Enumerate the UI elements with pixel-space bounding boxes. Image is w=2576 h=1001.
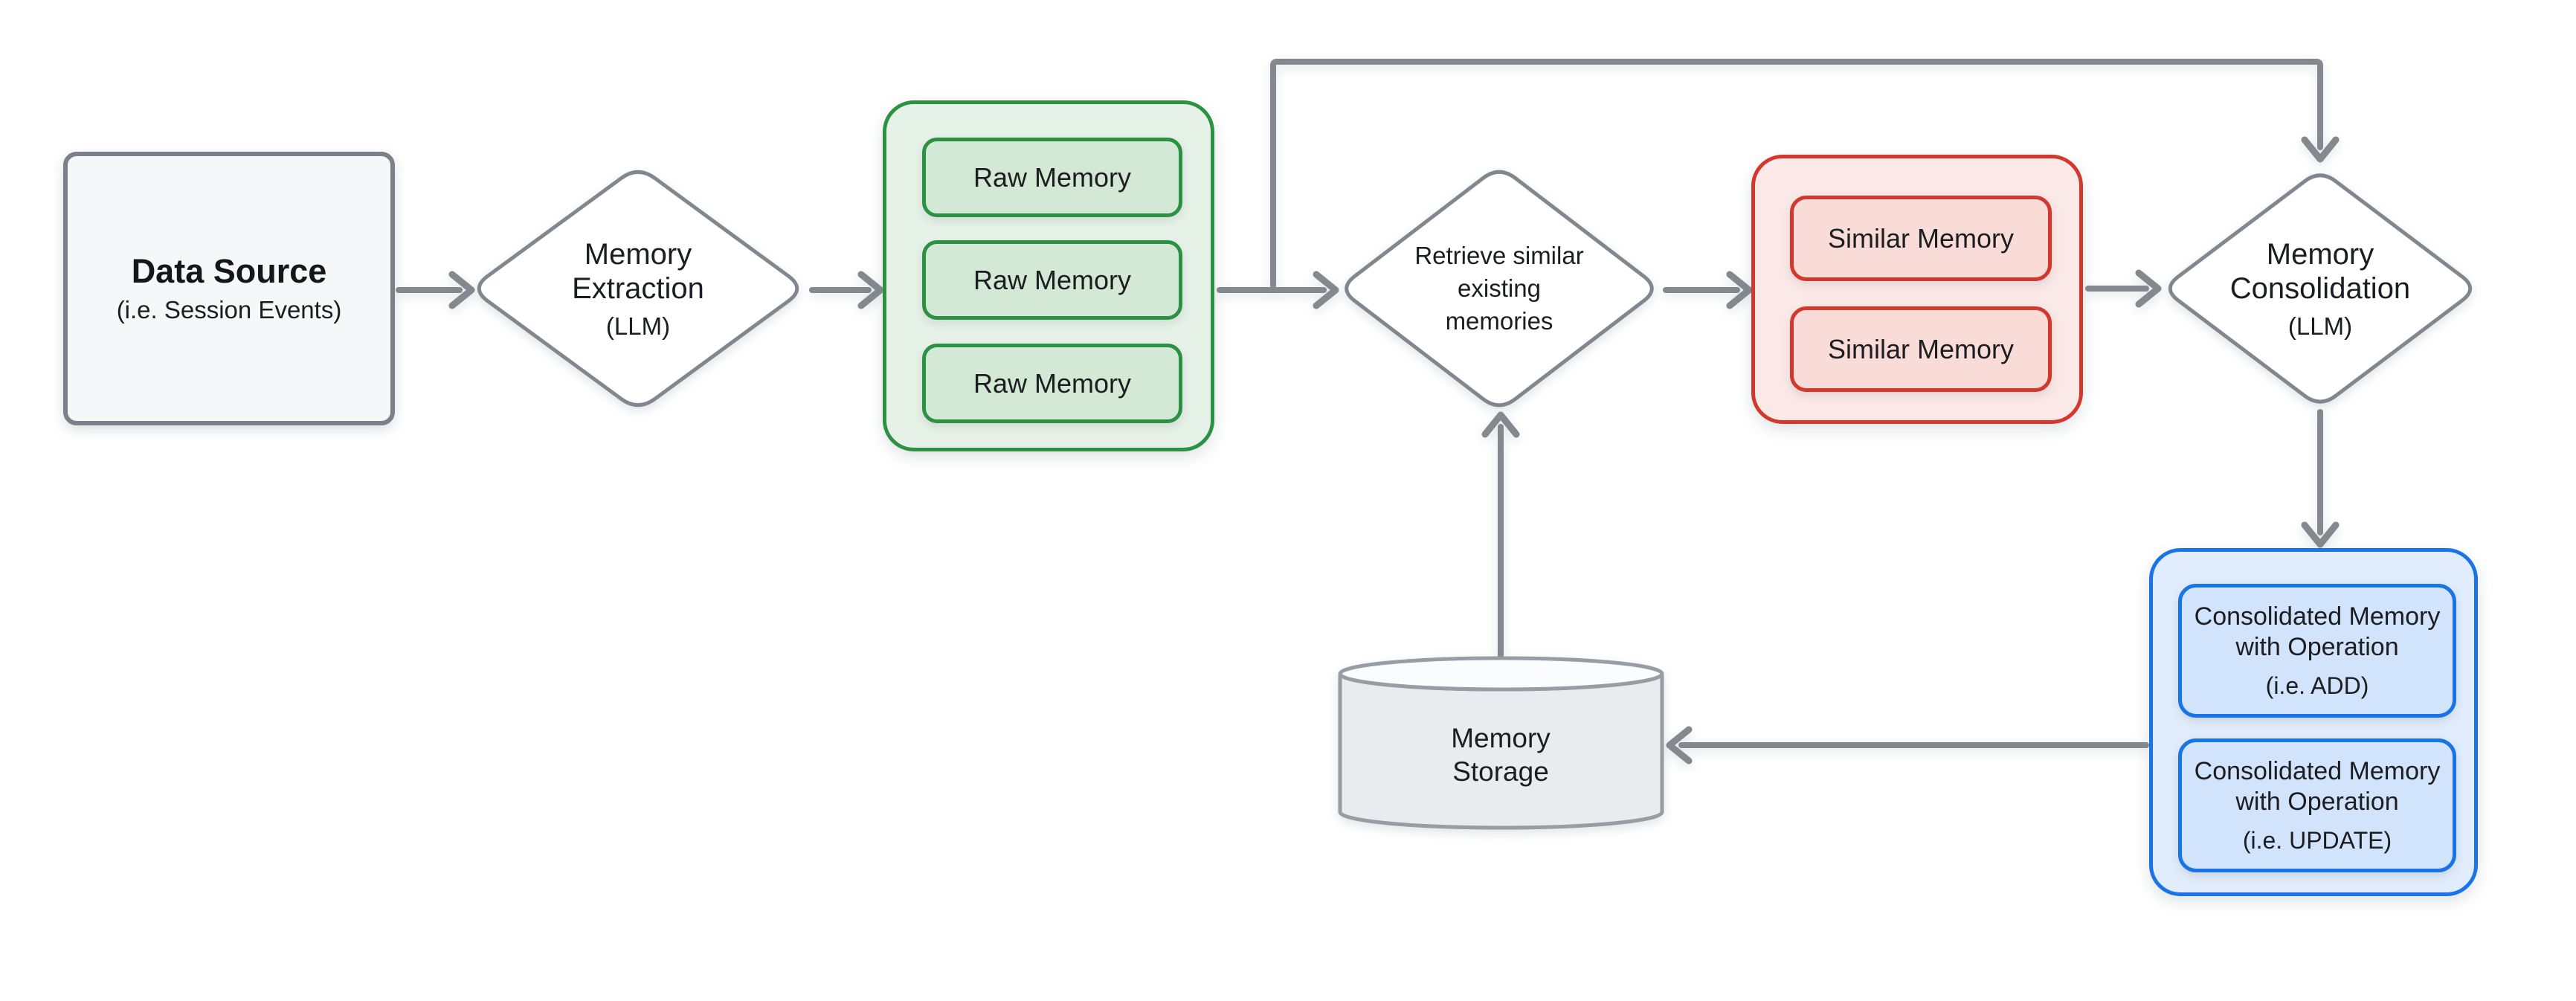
raw-memory-group: Raw Memory Raw Memory Raw Memory: [883, 100, 1214, 451]
memory-storage-cylinder-top: [1338, 656, 1664, 692]
arrow-rawmemory-to-retrieve-head-icon: [1313, 271, 1339, 309]
memory-consolidation-diamond: [2168, 173, 2473, 404]
consolidated-add-line1: Consolidated Memory: [2194, 602, 2441, 631]
data-source-node: Data Source (i.e. Session Events): [63, 152, 395, 425]
consolidated-update-line1: Consolidated Memory: [2194, 757, 2441, 785]
arrow-consolidated-to-storage-head-icon: [1666, 726, 1693, 765]
memory-extraction-title-line1: Memory: [584, 237, 692, 271]
raw-memory-box: Raw Memory: [922, 240, 1182, 320]
raw-memory-box: Raw Memory: [922, 138, 1182, 217]
memory-storage-line2: Storage: [1452, 756, 1549, 787]
memory-consolidation-title-line1: Memory: [2266, 237, 2374, 271]
data-source-title: Data Source: [131, 251, 327, 290]
memory-extraction-title-line2: Extraction: [572, 271, 704, 305]
similar-memory-box: Similar Memory: [1790, 306, 2052, 392]
retrieve-memories-line1: Retrieve similar: [1414, 242, 1584, 269]
raw-memory-box: Raw Memory: [922, 344, 1182, 423]
arrow-extraction-to-rawmemory-head-icon: [857, 271, 884, 309]
retrieve-memories-line2: existing: [1458, 274, 1541, 302]
consolidated-memory-group: Consolidated Memory with Operation (i.e.…: [2149, 548, 2478, 896]
memory-consolidation-subtitle: (LLM): [2287, 312, 2353, 340]
similar-memory-box: Similar Memory: [1790, 196, 2052, 281]
consolidated-update-line2: with Operation: [2235, 788, 2399, 816]
arrow-retrieve-to-similar-head-icon: [1726, 271, 1753, 309]
retrieve-memories-label: Retrieve similar existing memories: [1350, 207, 1648, 370]
feedback-arrowhead-icon: [2301, 136, 2340, 163]
consolidated-add-line2: with Operation: [2235, 633, 2399, 661]
memory-extraction-subtitle: (LLM): [605, 312, 671, 340]
consolidated-update-subtitle: (i.e. UPDATE): [2242, 827, 2392, 854]
consolidated-memory-box-update: Consolidated Memory with Operation (i.e.…: [2178, 738, 2456, 872]
consolidated-add-subtitle: (i.e. ADD): [2265, 672, 2369, 699]
memory-storage-line1: Memory: [1451, 723, 1551, 753]
similar-memory-group: Similar Memory Similar Memory: [1751, 155, 2083, 424]
arrow-similar-to-consolidation-head-icon: [2135, 269, 2162, 308]
data-source-subtitle: (i.e. Session Events): [116, 296, 342, 324]
feedback-connector-line: [1270, 59, 2323, 289]
memory-consolidation-label: Memory Consolidation (LLM): [2171, 207, 2469, 370]
arrow-datasource-to-extraction-head-icon: [448, 271, 475, 309]
retrieve-memories-line3: memories: [1445, 307, 1553, 335]
arrow-storage-to-retrieve-head-icon: [1481, 411, 1520, 438]
memory-extraction-diamond: [477, 170, 799, 408]
memory-storage-label: Memory Storage: [1352, 707, 1649, 803]
memory-consolidation-title-line2: Consolidation: [2229, 271, 2411, 305]
retrieve-memories-diamond: [1345, 170, 1654, 408]
consolidated-memory-box-add: Consolidated Memory with Operation (i.e.…: [2178, 584, 2456, 718]
memory-extraction-label: Memory Extraction (LLM): [489, 207, 787, 370]
arrow-consolidation-to-consolidated-head-icon: [2301, 521, 2340, 548]
